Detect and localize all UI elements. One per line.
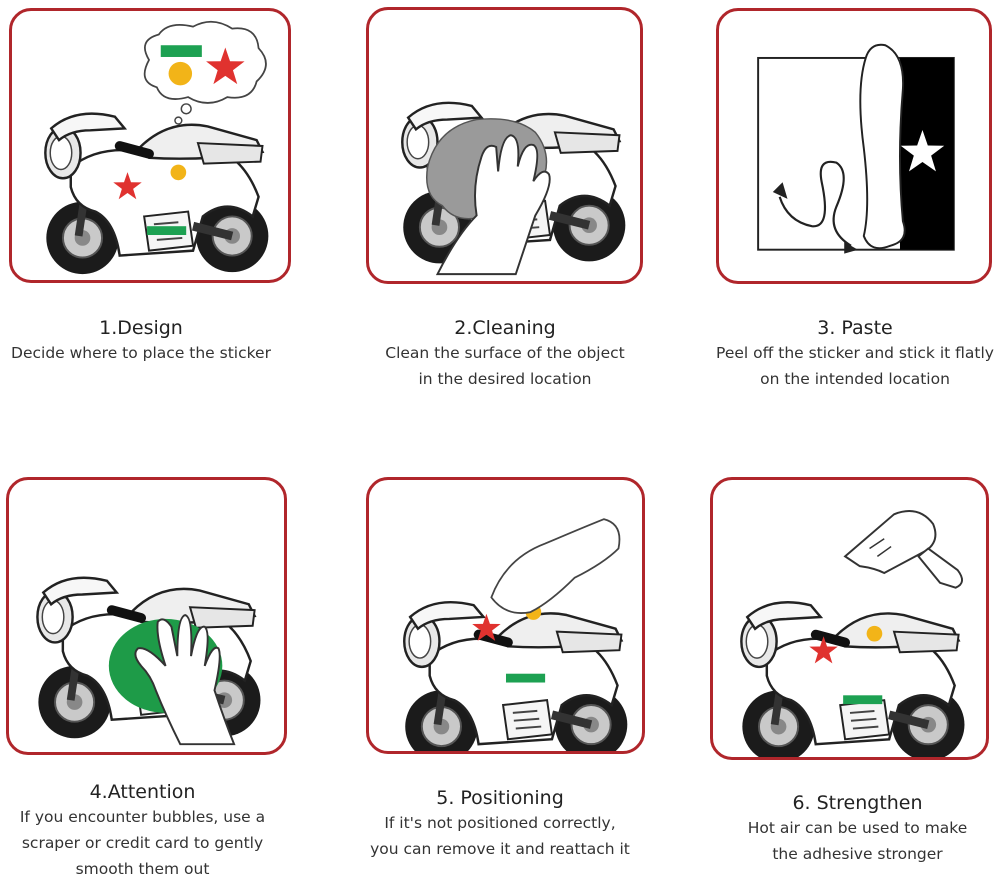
step-description: If you encounter bubbles, use a <box>19 808 266 826</box>
step-title: 5. Positioning <box>436 787 564 809</box>
step-cleaning-panel <box>366 7 643 284</box>
step-title: 3. Paste <box>817 317 893 339</box>
step-description: you can remove it and reattach it <box>370 840 630 858</box>
step-description: smooth them out <box>75 860 210 878</box>
step-paste-panel <box>716 8 992 284</box>
motorcycle-icon <box>404 602 627 751</box>
step-title: 1.Design <box>99 317 183 339</box>
step-title: 6. Strengthen <box>792 792 923 814</box>
step-positioning-caption: 5. Positioning If it's not positioned co… <box>345 786 655 862</box>
step-description: on the intended location <box>760 370 950 388</box>
strengthen-illustration <box>713 510 986 757</box>
motorcycle-icon <box>45 114 268 275</box>
step-description: in the desired location <box>418 370 592 388</box>
step-description: Decide where to place the sticker <box>11 344 271 362</box>
curl-icon <box>859 43 906 250</box>
hand-icon <box>134 614 236 746</box>
hair-dryer-icon <box>843 510 964 589</box>
step-description: Peel off the sticker and stick it flatly <box>716 344 994 362</box>
positioning-illustration <box>369 518 642 751</box>
attention-illustration <box>9 480 284 746</box>
step-title: 2.Cleaning <box>454 317 556 339</box>
peel-arrow-icon <box>778 160 852 247</box>
step-description: Clean the surface of the object <box>385 344 625 362</box>
yellow-dot-sticker-icon <box>168 61 193 86</box>
step-description: scraper or credit card to gently <box>21 834 264 852</box>
hand-icon <box>490 518 621 614</box>
green-sticker-icon <box>160 45 202 57</box>
step-positioning-panel <box>366 477 645 754</box>
step-description: If it's not positioned correctly, <box>384 814 616 832</box>
paste-illustration <box>757 43 955 254</box>
motorcycle-icon <box>741 602 964 757</box>
step-title: 4.Attention <box>89 781 196 803</box>
cleaning-illustration <box>369 10 640 276</box>
step-description: the adhesive stronger <box>772 845 943 863</box>
step-attention-panel <box>6 477 287 755</box>
hand-icon <box>435 134 551 276</box>
step-strengthen-caption: 6. Strengthen Hot air can be used to mak… <box>715 791 1000 867</box>
thought-bubble <box>143 20 267 125</box>
design-illustration <box>12 20 288 280</box>
step-cleaning-caption: 2.Cleaning Clean the surface of the obje… <box>355 316 655 392</box>
step-paste-caption: 3. Paste Peel off the sticker and stick … <box>700 316 1000 392</box>
step-description: Hot air can be used to make <box>747 819 968 837</box>
step-design-caption: 1.Design Decide where to place the stick… <box>0 316 282 366</box>
step-strengthen-panel <box>710 477 989 760</box>
step-attention-caption: 4.Attention If you encounter bubbles, us… <box>0 780 285 882</box>
step-design-panel <box>9 8 291 283</box>
